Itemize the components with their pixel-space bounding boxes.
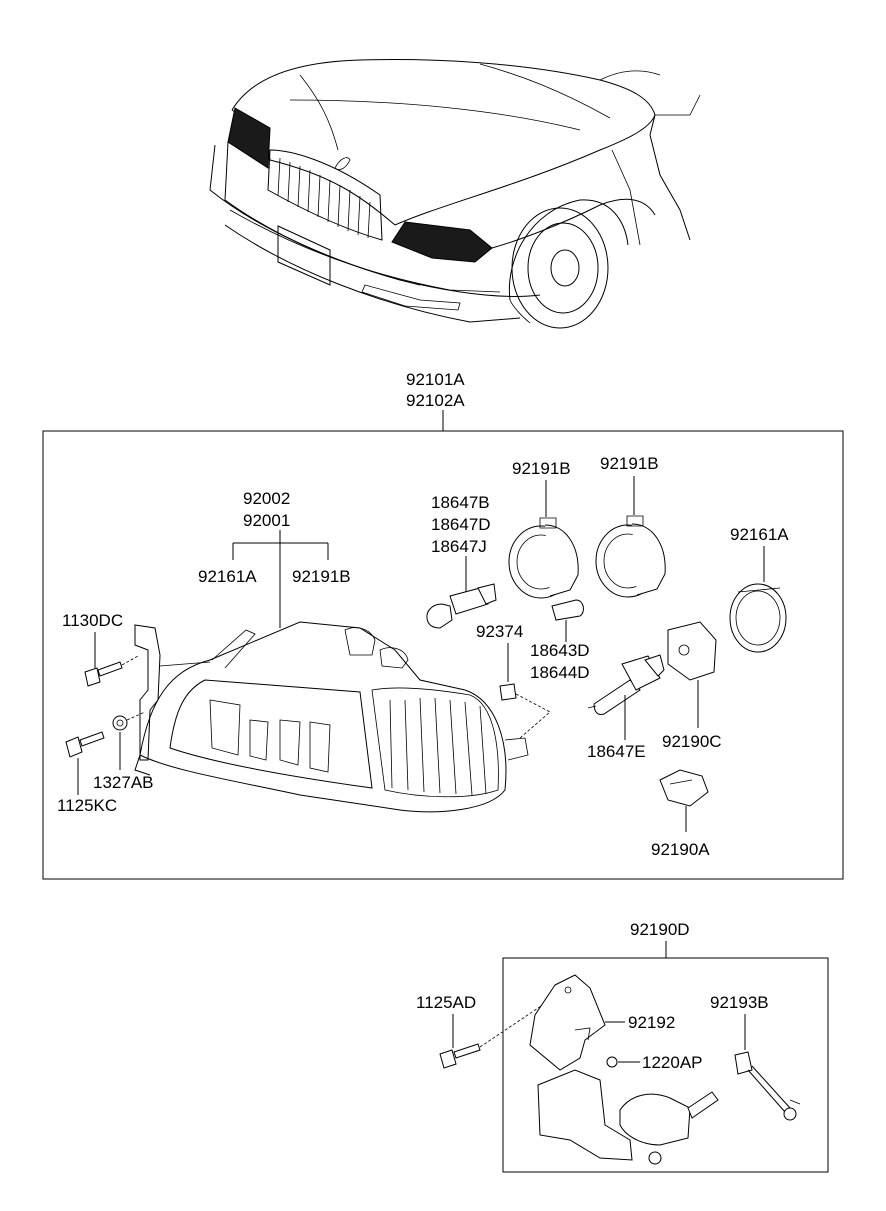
label-92190D: 92190D: [630, 920, 690, 939]
label-1220AP: 1220AP: [642, 1053, 703, 1072]
car-front-illustration: [209, 59, 701, 329]
mounting-bracket: [134, 624, 211, 761]
label-92190A: 92190A: [651, 840, 710, 859]
label-18647D: 18647D: [431, 515, 491, 534]
cap-92191B-right: [595, 515, 666, 598]
leveling-motor: [537, 1069, 719, 1165]
bulb-18643D: [551, 599, 584, 621]
leveling-unit-frame: [502, 957, 829, 1173]
clip-92374: [499, 683, 551, 739]
bulb-18647B: [426, 583, 497, 629]
bolt-1130DC: [84, 655, 139, 687]
socket-cover-92190C: [667, 621, 717, 681]
label-92191B-housing: 92191B: [292, 567, 351, 586]
bolt-1125AD: [439, 989, 566, 1069]
label-92190C: 92190C: [662, 732, 722, 751]
leveling-rod-92193B: [734, 1051, 801, 1121]
label-92191B-right: 92191B: [600, 454, 659, 473]
label-18647E: 18647E: [587, 742, 646, 761]
label-1130DC: 1130DC: [62, 611, 123, 630]
leveling-bracket-92192: [529, 974, 606, 1071]
label-18644D: 18644D: [530, 663, 590, 682]
label-92193B: 92193B: [710, 993, 769, 1012]
label-92001: 92001: [243, 511, 290, 530]
label-92102A: 92102A: [406, 391, 465, 410]
ring-92161A: [729, 583, 787, 653]
label-92161A-housing: 92161A: [198, 567, 257, 586]
label-18643D: 18643D: [530, 641, 590, 660]
nut-1327AB: [112, 711, 146, 731]
label-1125AD: 1125AD: [416, 993, 476, 1012]
headlamp-housing: [134, 621, 529, 813]
cap-92191B-left: [508, 517, 579, 599]
label-92191B-left: 92191B: [512, 459, 571, 478]
label-92161A-ring: 92161A: [730, 525, 789, 544]
label-18647B: 18647B: [431, 493, 490, 512]
label-92002: 92002: [243, 489, 290, 508]
socket-92190A: [659, 769, 709, 807]
leveling-nut-1220AP: [606, 1056, 618, 1068]
label-18647J: 18647J: [431, 537, 487, 556]
label-92101A: 92101A: [406, 370, 465, 389]
label-1125KC: 1125KC: [57, 796, 117, 815]
label-92192: 92192: [628, 1013, 675, 1032]
headlamp-assembly-frame: [42, 430, 844, 880]
label-92374: 92374: [476, 622, 523, 641]
bulb-18647E: [587, 654, 665, 715]
bolt-1125KC: [65, 731, 105, 758]
label-1327AB: 1327AB: [93, 773, 154, 792]
